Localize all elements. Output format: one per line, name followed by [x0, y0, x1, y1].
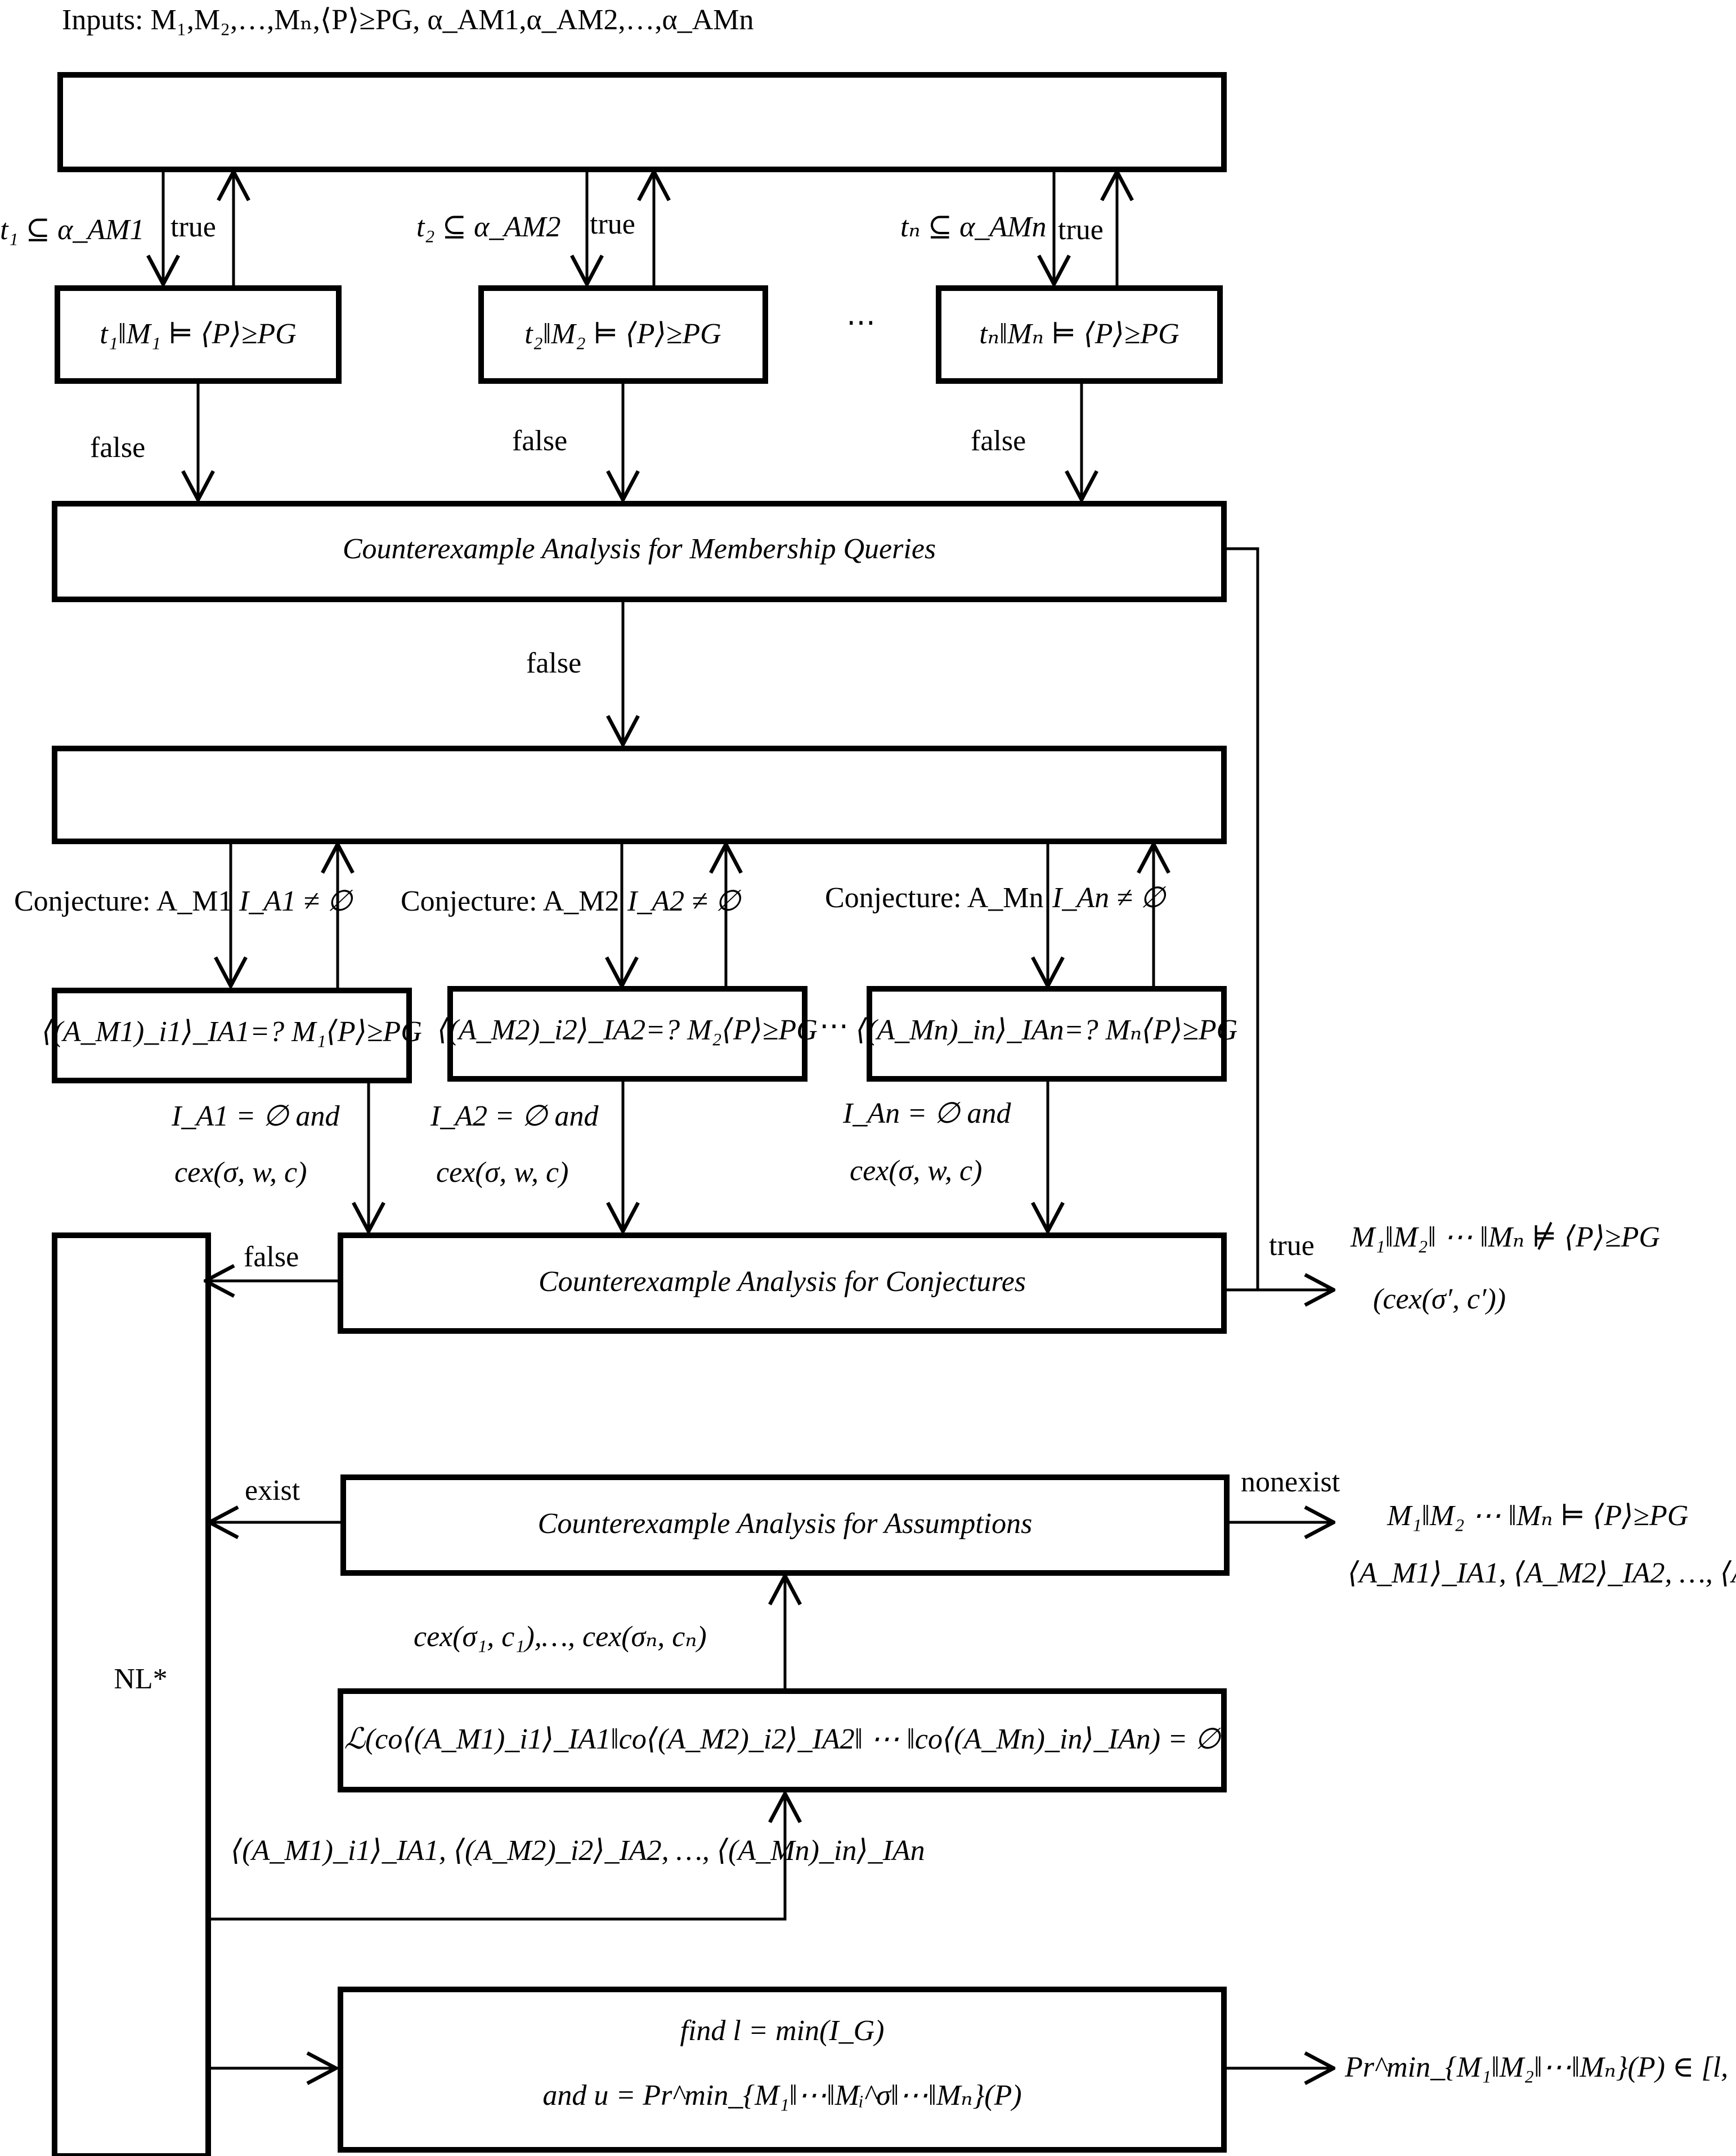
bounds-box — [338, 1987, 1227, 2153]
assumptions-list-label: ⟨(A_M1)_i1⟩_IA1, ⟨(A_M2)_i2⟩_IA2, …, ⟨(A… — [231, 1835, 925, 1867]
conjectures-true-label: true — [1269, 1230, 1315, 1262]
violation-result-line2: (cex(σ′, c′)) — [1373, 1283, 1506, 1315]
nl-star-label: NL* — [114, 1663, 167, 1695]
bounds-line1: find l = min(I_G) — [680, 2015, 885, 2047]
assumptions-exist-label: exist — [245, 1474, 300, 1507]
branch-label-2: t₂ ⊆ α_AM2 — [416, 211, 560, 243]
conjectures-analysis-label: Counterexample Analysis for Conjectures — [539, 1266, 1026, 1298]
bounds-line2: and u = Pr^min_{M₁‖⋯‖Mᵢ^σ‖⋯‖Mₙ}(P) — [542, 2079, 1021, 2112]
check-ellipsis: ⋯ — [819, 1010, 849, 1042]
membership-true-line — [1224, 547, 1259, 1290]
conjecture-learner-box — [52, 746, 1227, 844]
query-1: t₁‖M₁ ⊨ ⟨P⟩≥PG — [100, 318, 296, 350]
language-box — [338, 1688, 1227, 1792]
violation-result-line1: M₁‖M₂‖ ⋯ ‖Mₙ ⊭ ⟨P⟩≥PG — [1350, 1221, 1660, 1253]
check-box-1 — [52, 988, 412, 1083]
branch-label-n: tₙ ⊆ α_AMn — [900, 211, 1046, 243]
cex-list-label: cex(σ₁, c₁),…, cex(σₙ, cₙ) — [414, 1621, 707, 1653]
nl-to-language-arrow — [208, 1794, 785, 1921]
cex-label-n: cex(σ, w, c) — [850, 1155, 982, 1187]
nonempty-label-1: I_A1 ≠ ∅ — [239, 885, 354, 917]
nonempty-label-2: I_A2 ≠ ∅ — [627, 885, 742, 917]
language-emptiness-label: ℒ(co⟨(A_M1)_i1⟩_IA1‖co⟨(A_M2)_i2⟩_IA2‖ ⋯… — [344, 1723, 1222, 1755]
membership-false-label: false — [526, 647, 581, 679]
assumptions-analysis-label: Counterexample Analysis for Assumptions — [538, 1508, 1033, 1540]
inputs-text: Inputs: M₁,M₂,…,Mₙ,⟨P⟩≥PG, α_AM1,α_AM2,…… — [62, 4, 754, 36]
query-ellipsis: ⋯ — [846, 307, 876, 339]
check-2: ⟨(A_M2)_i2⟩_IA2=? M₂⟨P⟩≥PG — [437, 1014, 818, 1046]
conjecture-label-2: Conjecture: A_M2 — [401, 885, 620, 917]
false-label-n: false — [971, 425, 1026, 457]
satisfied-result-line2: ⟨A_M1⟩_IA1, ⟨A_M2⟩_IA2, …, ⟨A_Mn⟩_IAn — [1348, 1557, 1736, 1589]
top-learner-box — [57, 72, 1227, 172]
branch-label-1: t₁ ⊆ α_AM1 — [0, 214, 144, 246]
membership-analysis-box — [52, 501, 1227, 602]
empty-label-n: I_An = ∅ and — [842, 1097, 1011, 1129]
query-n: tₙ‖Mₙ ⊨ ⟨P⟩≥PG — [979, 318, 1179, 350]
true-label-1: true — [171, 211, 216, 243]
check-1: ⟨(A_M1)_i1⟩_IA1=? M₁⟨P⟩≥PG — [42, 1016, 422, 1048]
empty-label-1: I_A1 = ∅ and — [171, 1100, 340, 1132]
conjecture-label-n: Conjecture: A_Mn — [825, 882, 1044, 914]
membership-analysis-label: Counterexample Analysis for Membership Q… — [343, 533, 936, 565]
false-label-2: false — [512, 425, 567, 457]
nonempty-label-n: I_An ≠ ∅ — [1052, 882, 1167, 914]
query-box-n — [936, 285, 1223, 384]
query-2: t₂‖M₂ ⊨ ⟨P⟩≥PG — [524, 318, 721, 350]
query-box-2 — [478, 285, 768, 384]
conjecture-label-1: Conjecture: A_M1 — [14, 885, 233, 917]
check-n: ⟨(A_Mn)_in⟩_IAn=? Mₙ⟨P⟩≥PG — [856, 1014, 1238, 1046]
assumptions-analysis-box — [340, 1474, 1230, 1576]
conjectures-analysis-box — [338, 1232, 1227, 1334]
check-box-n — [867, 986, 1227, 1082]
true-label-2: true — [590, 208, 635, 240]
empty-label-2: I_A2 = ∅ and — [430, 1100, 599, 1132]
true-label-n: true — [1058, 214, 1103, 246]
final-result-label: Pr^min_{M₁‖M₂‖⋯‖Mₙ}(P) ∈ [l, u] — [1344, 2051, 1736, 2083]
cex-label-1: cex(σ, w, c) — [174, 1157, 307, 1189]
conjectures-false-label: false — [244, 1241, 299, 1273]
satisfied-result-line1: M₁‖M₂ ⋯ ‖Mₙ ⊨ ⟨P⟩≥PG — [1387, 1500, 1688, 1532]
false-label-1: false — [90, 432, 145, 464]
cex-label-2: cex(σ, w, c) — [436, 1157, 568, 1189]
check-box-2 — [447, 986, 808, 1082]
nl-star-box — [52, 1232, 211, 2156]
assumptions-nonexist-label: nonexist — [1241, 1466, 1340, 1498]
